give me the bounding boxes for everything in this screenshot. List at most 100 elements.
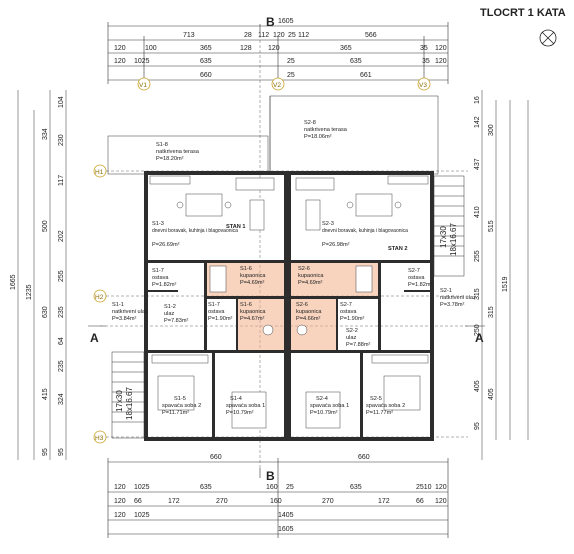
svg-text:120: 120 [435, 58, 447, 65]
svg-text:112: 112 [298, 32, 309, 39]
svg-text:25: 25 [286, 484, 294, 491]
svg-text:255: 255 [58, 270, 65, 282]
room-id: S1-8 [156, 142, 168, 148]
svg-text:95: 95 [58, 448, 65, 456]
svg-text:95: 95 [42, 448, 49, 456]
svg-text:V1: V1 [139, 82, 147, 89]
svg-text:spavaća soba 2: spavaća soba 2 [162, 403, 201, 409]
svg-text:S1-4: S1-4 [230, 396, 242, 402]
svg-text:365: 365 [200, 45, 212, 52]
svg-text:160: 160 [266, 484, 278, 491]
svg-text:630: 630 [42, 306, 49, 318]
svg-text:ulaz: ulaz [346, 335, 356, 341]
svg-text:500: 500 [42, 220, 49, 232]
svg-text:120: 120 [273, 32, 285, 39]
svg-text:64: 64 [58, 337, 65, 345]
plan-title: TLOCRT 1 KATA [480, 7, 566, 19]
svg-text:S2-3: S2-3 [322, 221, 334, 227]
svg-text:H2: H2 [95, 294, 104, 301]
svg-text:515: 515 [488, 220, 495, 232]
section-marker-a-left: A [88, 325, 106, 345]
svg-text:18x16.67: 18x16.67 [449, 223, 458, 256]
svg-text:1605: 1605 [278, 526, 294, 533]
svg-text:255: 255 [474, 250, 481, 262]
svg-text:S1-6: S1-6 [240, 302, 252, 308]
svg-text:66: 66 [416, 498, 424, 505]
svg-text:120: 120 [114, 484, 126, 491]
svg-text:P=1.90m²: P=1.90m² [340, 316, 365, 322]
svg-text:P=4.67m²: P=4.67m² [240, 316, 265, 322]
svg-text:2510: 2510 [416, 484, 432, 491]
svg-text:P=11.77m²: P=11.77m² [366, 410, 393, 416]
svg-text:1025: 1025 [134, 58, 150, 65]
svg-text:1605: 1605 [278, 18, 294, 25]
svg-text:128: 128 [240, 45, 252, 52]
svg-text:405: 405 [474, 380, 481, 392]
svg-text:250: 250 [474, 324, 481, 336]
svg-text:A: A [475, 331, 484, 345]
svg-text:S1-5: S1-5 [174, 396, 186, 402]
svg-text:H1: H1 [95, 169, 104, 176]
svg-text:334: 334 [42, 128, 49, 140]
svg-text:kupaonica: kupaonica [296, 309, 322, 315]
svg-text:100: 100 [145, 45, 157, 52]
svg-text:P=26.69m²: P=26.69m² [152, 242, 180, 248]
svg-text:120: 120 [114, 498, 126, 505]
svg-text:P=4.69m²: P=4.69m² [298, 280, 323, 286]
svg-text:117: 117 [58, 175, 65, 186]
room-name: natkrivena terasa [156, 149, 200, 155]
svg-text:P=3.78m²: P=3.78m² [440, 302, 465, 308]
svg-text:P=3.84m²: P=3.84m² [112, 316, 137, 322]
axis-v1: V1 [137, 77, 151, 91]
north-arrow-icon [539, 29, 557, 47]
section-marker-a-right: A [465, 325, 485, 345]
svg-text:P=1.82m²: P=1.82m² [152, 282, 177, 288]
svg-text:S2-5: S2-5 [370, 396, 382, 402]
walls [144, 171, 434, 441]
svg-text:315: 315 [488, 306, 495, 318]
axis-h2: H2 [93, 289, 107, 303]
svg-text:66: 66 [134, 498, 142, 505]
svg-text:104: 104 [58, 96, 65, 108]
svg-text:437: 437 [474, 158, 481, 170]
svg-text:410: 410 [474, 206, 481, 218]
svg-text:spavaća soba 2: spavaća soba 2 [366, 403, 405, 409]
svg-text:P=7.83m²: P=7.83m² [164, 318, 189, 324]
section-marker-b-top: B [259, 15, 275, 32]
svg-text:1235: 1235 [26, 284, 33, 300]
svg-text:365: 365 [340, 45, 352, 52]
svg-text:S2-6: S2-6 [298, 266, 310, 272]
axis-v3: V3 [417, 77, 431, 91]
svg-text:P=7.88m²: P=7.88m² [346, 342, 371, 348]
svg-text:dnevni boravak, kuhinja i blag: dnevni boravak, kuhinja i blagovaonica [152, 228, 238, 234]
svg-text:120: 120 [435, 484, 447, 491]
svg-text:natkrivena terasa: natkrivena terasa [304, 127, 348, 133]
svg-text:415: 415 [42, 388, 49, 400]
svg-text:324: 324 [58, 393, 65, 405]
svg-text:25: 25 [287, 58, 295, 65]
svg-text:1405: 1405 [278, 512, 294, 519]
furniture [149, 175, 429, 429]
svg-text:300: 300 [488, 124, 495, 136]
svg-text:35: 35 [422, 58, 430, 65]
axis-h1: H1 [93, 164, 107, 178]
svg-text:713: 713 [183, 32, 195, 39]
svg-text:566: 566 [365, 32, 377, 39]
svg-text:S2-1: S2-1 [440, 288, 452, 294]
svg-text:S1-2: S1-2 [164, 304, 176, 310]
svg-text:120: 120 [435, 498, 447, 505]
svg-text:STAN 2: STAN 2 [388, 246, 407, 252]
svg-text:S1-3: S1-3 [152, 221, 164, 227]
svg-text:1665: 1665 [10, 274, 17, 290]
svg-text:STAN 1: STAN 1 [226, 224, 245, 230]
dims-left: 1665 1235 334 500 630 415 95 104 230 117… [10, 90, 67, 460]
svg-text:dnevni boravak, kuhinja i blag: dnevni boravak, kuhinja i blagovaonica [322, 228, 408, 234]
svg-text:17x30: 17x30 [439, 226, 448, 248]
svg-text:95: 95 [474, 422, 481, 430]
svg-text:P=1.90m²: P=1.90m² [208, 316, 233, 322]
svg-text:120: 120 [114, 512, 126, 519]
svg-text:kupaonica: kupaonica [240, 309, 266, 315]
svg-text:142: 142 [474, 116, 481, 128]
svg-text:235: 235 [58, 306, 65, 318]
